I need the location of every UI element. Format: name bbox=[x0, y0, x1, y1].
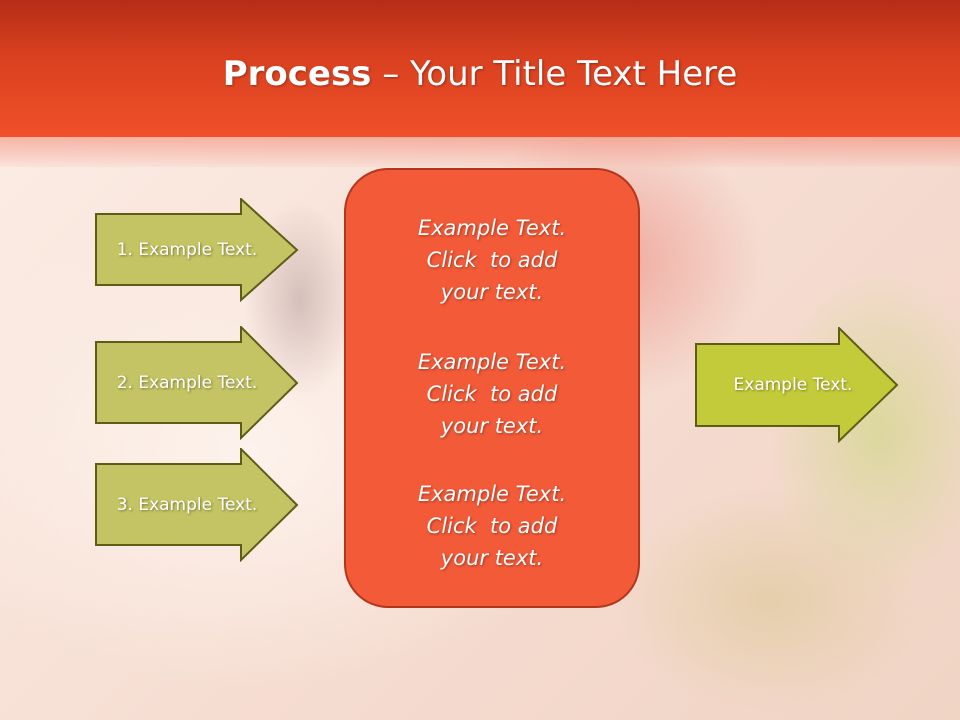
arrow-label: 2. Example Text. bbox=[116, 373, 258, 393]
process-step-arrow-2[interactable]: 2. Example Text. bbox=[95, 326, 299, 440]
center-text-line: your text. bbox=[440, 280, 544, 304]
slide-title[interactable]: Process – Your Title Text Here bbox=[0, 52, 960, 96]
center-text-line: your text. bbox=[440, 414, 544, 438]
center-text-line: Click to add bbox=[426, 248, 558, 272]
result-arrow[interactable]: Example Text. bbox=[695, 327, 899, 443]
center-text-line: Click to add bbox=[426, 514, 558, 538]
arrow-label: 3. Example Text. bbox=[116, 495, 258, 515]
center-text-line: Example Text. bbox=[417, 482, 567, 506]
center-text-block-2[interactable]: Example Text. Click to add your text. bbox=[344, 346, 640, 442]
title-bold: Process bbox=[222, 54, 372, 94]
center-text-line: Click to add bbox=[426, 382, 558, 406]
center-text-line: your text. bbox=[440, 546, 544, 570]
center-text-line: Example Text. bbox=[417, 350, 567, 374]
arrow-label: Example Text. bbox=[733, 375, 853, 395]
center-process-box[interactable] bbox=[344, 168, 640, 608]
center-text-line: Example Text. bbox=[417, 216, 567, 240]
process-step-arrow-1[interactable]: 1. Example Text. bbox=[95, 198, 299, 302]
title-bar-band bbox=[0, 137, 960, 167]
arrow-shape bbox=[95, 198, 299, 302]
arrow-shape bbox=[95, 326, 299, 440]
arrow-shape bbox=[695, 327, 899, 443]
process-step-arrow-3[interactable]: 3. Example Text. bbox=[95, 448, 299, 562]
title-rest: – Your Title Text Here bbox=[371, 54, 738, 94]
title-bar bbox=[0, 0, 960, 137]
arrow-shape bbox=[95, 448, 299, 562]
center-text-block-3[interactable]: Example Text. Click to add your text. bbox=[344, 478, 640, 574]
arrow-label: 1. Example Text. bbox=[116, 240, 258, 260]
center-text-block-1[interactable]: Example Text. Click to add your text. bbox=[344, 212, 640, 308]
